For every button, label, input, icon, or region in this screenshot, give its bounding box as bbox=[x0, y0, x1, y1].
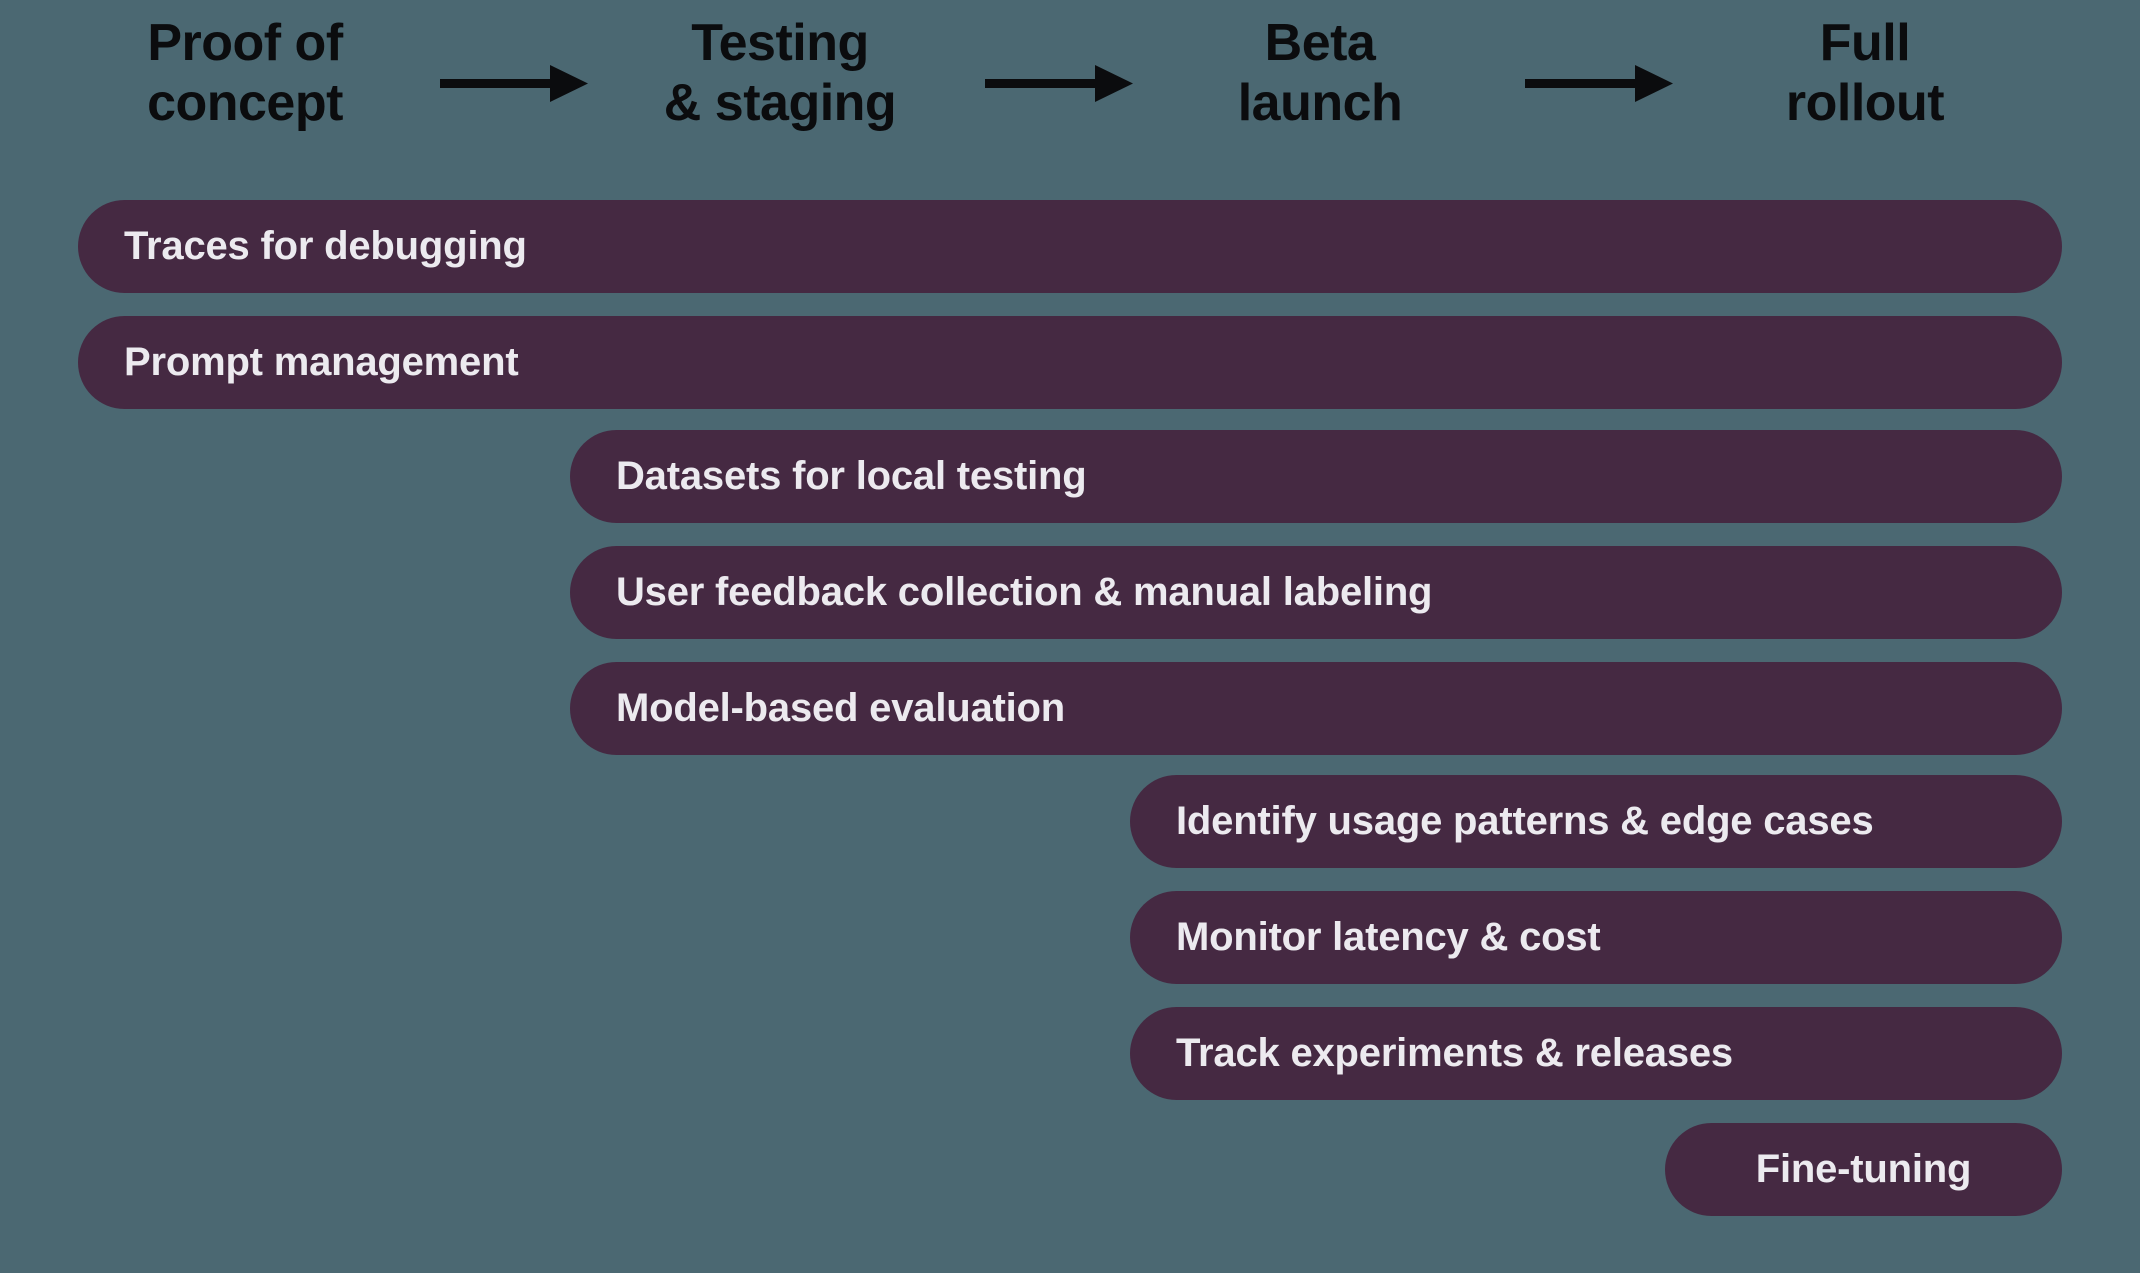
capability-pill-label: Track experiments & releases bbox=[1176, 1031, 1733, 1075]
stage-label-2: Testing & staging bbox=[663, 14, 897, 132]
right-arrow-icon bbox=[440, 62, 590, 106]
capability-pill[interactable]: User feedback collection & manual labeli… bbox=[570, 546, 2062, 639]
stage-label-4: Full rollout bbox=[1785, 14, 1945, 132]
capability-pill[interactable]: Model-based evaluation bbox=[570, 662, 2062, 755]
capability-pill-label: Identify usage patterns & edge cases bbox=[1176, 799, 1874, 843]
capability-pill[interactable]: Track experiments & releases bbox=[1130, 1007, 2062, 1100]
capability-pill[interactable]: Prompt management bbox=[78, 316, 2062, 409]
capability-pill-label: Fine-tuning bbox=[1755, 1147, 1972, 1191]
capability-pill[interactable]: Identify usage patterns & edge cases bbox=[1130, 775, 2062, 868]
right-arrow-icon bbox=[985, 62, 1135, 106]
capability-pill-label: Monitor latency & cost bbox=[1176, 915, 1601, 959]
capability-pill-label: User feedback collection & manual labeli… bbox=[616, 570, 1433, 614]
capability-pill[interactable]: Monitor latency & cost bbox=[1130, 891, 2062, 984]
capability-pill[interactable]: Traces for debugging bbox=[78, 200, 2062, 293]
capability-pill-label: Model-based evaluation bbox=[616, 686, 1066, 730]
capability-pill-label: Traces for debugging bbox=[124, 224, 527, 268]
capability-pill[interactable]: Fine-tuning bbox=[1665, 1123, 2062, 1216]
capability-pill[interactable]: Datasets for local testing bbox=[570, 430, 2062, 523]
stage-label-1: Proof of concept bbox=[147, 14, 343, 132]
capability-pill-label: Datasets for local testing bbox=[616, 454, 1087, 498]
stage-label-3: Beta launch bbox=[1237, 14, 1403, 132]
capability-pill-label: Prompt management bbox=[124, 340, 519, 384]
right-arrow-icon bbox=[1525, 62, 1675, 106]
